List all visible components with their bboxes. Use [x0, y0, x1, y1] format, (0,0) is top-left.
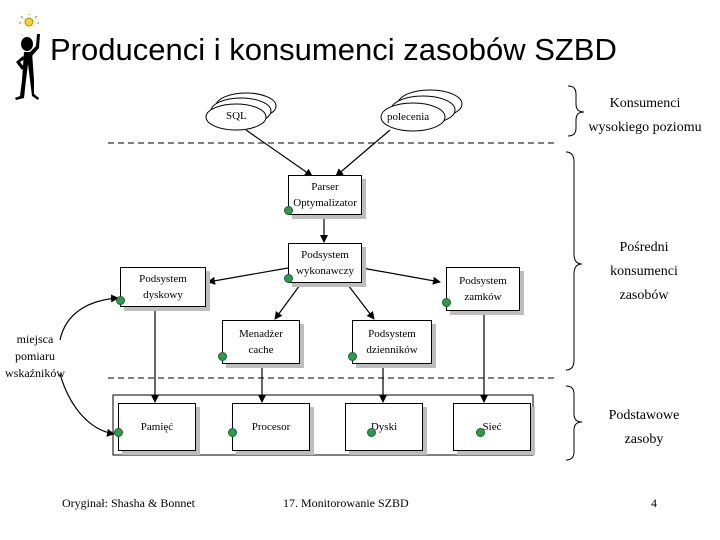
- commands-consumer-stack: [380, 89, 463, 132]
- log-subsystem-box: Podsystem dzienników: [352, 320, 432, 364]
- cache-line2: cache: [248, 344, 274, 356]
- lock-subsystem-box: Podsystem zamków: [446, 267, 520, 311]
- indicator-network: [476, 428, 485, 437]
- footer-source: Oryginał: Shasha & Bonnet: [62, 496, 195, 510]
- log-line1: Podsystem: [368, 328, 416, 340]
- parser-line1: Parser: [311, 181, 339, 193]
- mid-line3: zasobów: [619, 288, 669, 303]
- cache-line1: Menadżer: [239, 328, 283, 340]
- disk-subsystem-box: Podsystem dyskowy: [120, 267, 206, 307]
- indicator-executor: [284, 274, 293, 283]
- slide-title: Producenci i konsumenci zasobów SZBD: [50, 32, 617, 67]
- brace-high: [567, 85, 585, 137]
- cpu-label: Procesor: [251, 421, 291, 433]
- memory-label: Pamięć: [140, 421, 174, 433]
- sql-consumer-stack: [205, 92, 277, 131]
- high-level-consumers-label: Konsumenci wysokiego poziomu: [580, 92, 710, 140]
- measurement-line3: wskaźników: [5, 366, 65, 380]
- network-label: Sieć: [482, 421, 502, 433]
- indicator-cpu: [228, 428, 237, 437]
- base-resources-label: Podstawowe zasoby: [586, 404, 702, 452]
- memory-box: Pamięć: [118, 403, 196, 451]
- executor-line2: wykonawczy: [295, 265, 355, 277]
- commands-consumer-label: polecenia: [387, 111, 430, 123]
- base-line1: Podstawowe: [608, 408, 680, 423]
- brace-base: [565, 385, 583, 461]
- disks-box: Dyski: [345, 403, 423, 451]
- indicator-memory: [114, 428, 123, 437]
- footer-section: 17. Monitorowanie SZBD: [283, 496, 409, 510]
- base-line2: zasoby: [624, 432, 664, 447]
- indicator-cache: [218, 352, 227, 361]
- thinking-figure-icon: [15, 14, 40, 100]
- intermediate-consumers-label: Pośredni konsumenci zasobów: [586, 236, 702, 308]
- indicator-disk: [116, 296, 125, 305]
- mid-line1: Pośredni: [619, 240, 669, 255]
- measurement-line2: pomiaru: [15, 349, 55, 363]
- indicator-lock: [442, 298, 451, 307]
- measurement-points-label: miejsca pomiaru wskaźników: [0, 331, 70, 382]
- network-box: Sieć: [453, 403, 531, 451]
- sql-consumer-label: SQL: [226, 110, 247, 122]
- executor-line1: Podsystem: [301, 249, 349, 261]
- measurement-line1: miejsca: [16, 332, 54, 346]
- lock-line1: Podsystem: [459, 275, 507, 287]
- disk-line1: Podsystem: [139, 273, 187, 285]
- cpu-box: Procesor: [232, 403, 310, 451]
- high-line2: wysokiego poziomu: [588, 120, 702, 135]
- disks-label: Dyski: [370, 421, 398, 433]
- indicator-log: [348, 352, 357, 361]
- log-line2: dzienników: [366, 344, 418, 356]
- executor-subsystem-box: Podsystem wykonawczy: [288, 243, 362, 283]
- lock-line2: zamków: [464, 291, 502, 303]
- mid-line2: konsumenci: [610, 264, 678, 279]
- parser-line2: Optymalizator: [293, 197, 357, 209]
- page-number: 4: [651, 496, 657, 510]
- cache-manager-box: Menadżer cache: [222, 320, 300, 364]
- indicator-disks: [367, 428, 376, 437]
- brace-mid: [565, 151, 583, 371]
- indicator-parser: [284, 206, 293, 215]
- disk-line2: dyskowy: [143, 289, 183, 301]
- high-line1: Konsumenci: [609, 96, 681, 111]
